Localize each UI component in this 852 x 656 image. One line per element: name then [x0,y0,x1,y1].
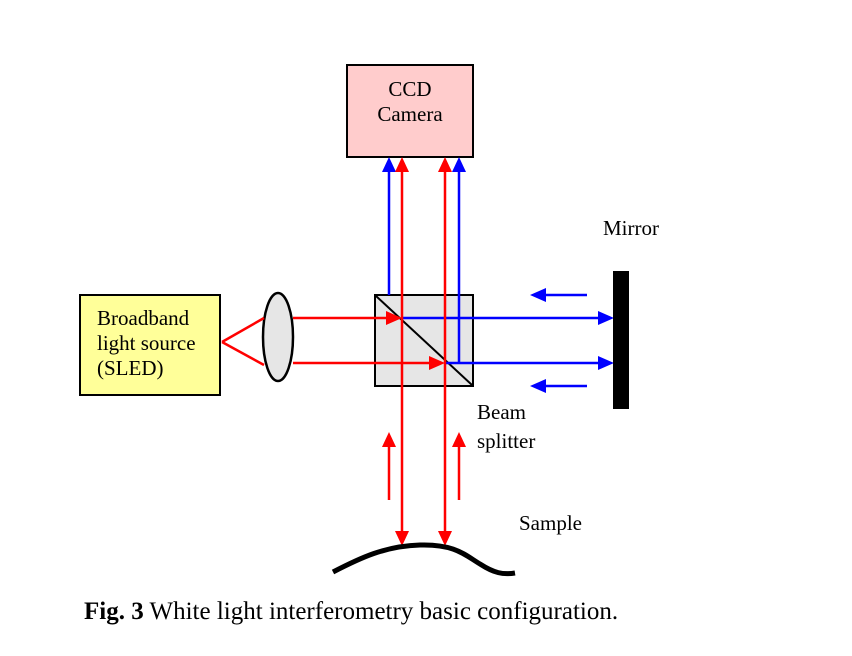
ref-arrowhead-mirror-lower [598,356,614,370]
figure-caption-prefix: Fig. 3 [84,598,144,625]
source-ray-upper [221,316,265,344]
sample-arrowhead-sample-left [395,531,409,546]
mirror [613,271,629,409]
ref-arrowhead-mirror-upper [598,311,614,325]
sample-label: Sample [519,511,582,535]
beam-splitter-diagonal [375,295,473,386]
ccd-camera-label-line2: Camera [377,102,443,126]
figure-caption-text: White light interferometry basic configu… [143,598,619,625]
source-ray-lower [221,340,265,367]
ccd-camera-label-line1: CCD [388,77,432,101]
beam-splitter-label-line1: Beam [477,400,526,424]
beam-splitter-label-line2: splitter [477,429,536,453]
mirror-label: Mirror [603,216,659,240]
light-source-box [79,294,221,396]
light-source-label: Broadband light source (SLED) [97,306,196,381]
sample-arrowhead-camera-right [438,157,452,172]
ref-arrowhead-camera-left [382,157,396,172]
sample-surface [331,542,516,577]
ref-arrowhead-camera-right [452,157,466,172]
sample-arrowhead-splitter-lower [429,356,445,370]
return-arrowhead-lower [530,379,546,393]
reflect-arrowhead-right [452,432,466,447]
lens [261,291,295,383]
reflect-arrowhead-left [382,432,396,447]
sample-arrowhead-splitter-upper [386,311,402,325]
light-source-label-line2: light source [97,331,196,355]
ccd-camera-box [346,64,474,158]
return-arrowhead-upper [530,288,546,302]
light-source-label-line3: (SLED) [97,356,164,380]
ccd-camera-label: CCD Camera [347,77,473,127]
figure-caption: Fig. 3 White light interferometry basic … [84,598,618,626]
sample-arrowhead-camera-left [395,157,409,172]
beam-splitter-label: Beam splitter [477,398,535,456]
sample-arrowhead-sample-right [438,531,452,546]
light-source-label-line1: Broadband [97,306,190,330]
